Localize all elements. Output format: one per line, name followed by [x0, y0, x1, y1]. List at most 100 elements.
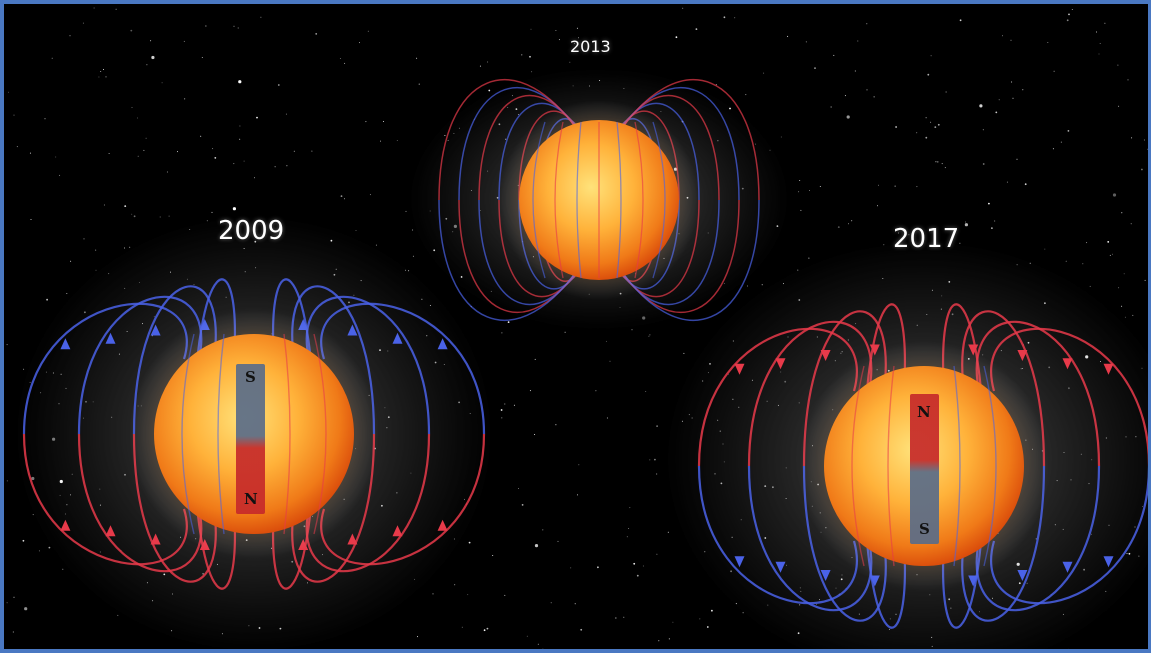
star — [66, 293, 68, 294]
star — [131, 213, 133, 215]
magnet-2017-top-pole: N — [917, 403, 931, 421]
star — [1066, 19, 1069, 22]
field-arrow-icon — [437, 338, 448, 350]
star — [44, 118, 46, 120]
field-line — [851, 365, 865, 567]
star — [103, 204, 105, 206]
star — [798, 191, 800, 193]
star — [277, 84, 280, 86]
star — [935, 161, 937, 163]
field-line — [320, 302, 486, 435]
star — [30, 219, 32, 220]
star — [70, 260, 72, 262]
star — [417, 636, 418, 638]
star — [927, 73, 930, 76]
star — [504, 594, 506, 596]
star — [22, 539, 25, 542]
star — [38, 550, 40, 552]
field-lines-2013-front — [532, 121, 666, 279]
field-arrow-icon — [150, 324, 161, 336]
star — [24, 607, 28, 611]
star — [108, 153, 110, 154]
field-arrow-icon — [1103, 363, 1114, 375]
star — [1132, 314, 1134, 316]
star — [555, 424, 557, 426]
star — [623, 616, 625, 618]
star — [979, 104, 983, 108]
field-arrow-icon — [1062, 358, 1073, 370]
star — [1147, 148, 1148, 150]
star — [675, 36, 678, 39]
star — [1123, 273, 1125, 275]
star — [1011, 81, 1013, 83]
star — [574, 603, 576, 605]
scene-artwork: S N N S — [6, 7, 1148, 649]
star — [432, 593, 434, 595]
sun-2017: N S — [664, 239, 1148, 649]
field-arrow-icon — [60, 338, 71, 350]
star — [1012, 97, 1014, 99]
star — [809, 190, 810, 191]
star — [1144, 279, 1146, 281]
field-arrow-icon — [347, 324, 358, 336]
star — [115, 8, 117, 10]
field-arrow-icon — [775, 358, 786, 370]
star — [340, 195, 343, 198]
star — [844, 95, 846, 97]
star — [211, 211, 213, 213]
star — [232, 207, 236, 211]
star — [507, 321, 510, 323]
bar-magnet-2017 — [910, 394, 939, 544]
field-line — [283, 333, 291, 535]
star — [501, 332, 503, 334]
star — [534, 544, 539, 548]
star — [1024, 183, 1027, 186]
star — [367, 30, 369, 32]
star — [504, 403, 506, 405]
field-arrow-icon — [869, 344, 880, 356]
field-arrow-icon — [392, 525, 403, 537]
field-line — [616, 121, 622, 279]
star — [405, 210, 407, 212]
star — [200, 135, 202, 137]
magnet-2009-bottom-pole: N — [244, 490, 258, 508]
star — [69, 35, 71, 37]
star — [1010, 39, 1012, 41]
star — [483, 629, 486, 632]
star — [944, 167, 946, 169]
star — [570, 567, 572, 569]
star — [1060, 141, 1062, 143]
star — [355, 230, 357, 231]
star — [521, 504, 524, 506]
star — [6, 602, 8, 604]
star — [916, 132, 918, 134]
star — [577, 494, 578, 496]
star — [787, 35, 789, 37]
star — [578, 464, 580, 466]
star — [254, 177, 255, 179]
sun-2009: S N — [14, 214, 494, 649]
star — [609, 360, 611, 362]
star — [667, 531, 669, 533]
star — [895, 126, 897, 128]
star — [1141, 168, 1143, 171]
star — [83, 238, 85, 240]
star — [518, 488, 519, 489]
star — [682, 7, 684, 9]
star — [1118, 105, 1120, 107]
star — [628, 528, 630, 529]
star — [396, 140, 398, 141]
year-label-2017: 2017 — [893, 224, 960, 254]
star — [124, 205, 127, 208]
star — [649, 334, 651, 336]
star — [16, 146, 18, 148]
field-arrow-icon — [150, 533, 161, 545]
star — [699, 618, 701, 620]
star — [706, 626, 709, 628]
star — [645, 391, 647, 392]
star — [1002, 35, 1003, 37]
field-arrow-icon — [734, 363, 745, 375]
star — [941, 163, 943, 165]
star — [595, 390, 597, 392]
